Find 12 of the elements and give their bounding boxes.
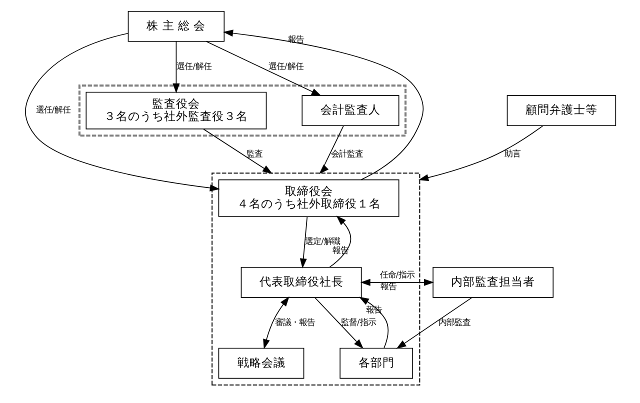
edge-label: 監査 (246, 148, 262, 158)
edge-label: 監督/指示 (340, 316, 376, 327)
edge-label: 内部監査 (438, 316, 470, 327)
edge-label: 会計監査 (330, 148, 363, 158)
edge-label: 選定/解職 (304, 236, 340, 246)
edge-label: 選任/解任 (268, 60, 303, 71)
edge-label: 報告 (380, 281, 396, 292)
edge-label: 助言 (504, 148, 520, 158)
edge-label: 審議・報告 (274, 316, 315, 327)
edge-label: 任命/指示 (379, 269, 414, 280)
edge-label: 選任/解任 (35, 104, 70, 115)
edge-label: 選任/解任 (176, 60, 212, 71)
